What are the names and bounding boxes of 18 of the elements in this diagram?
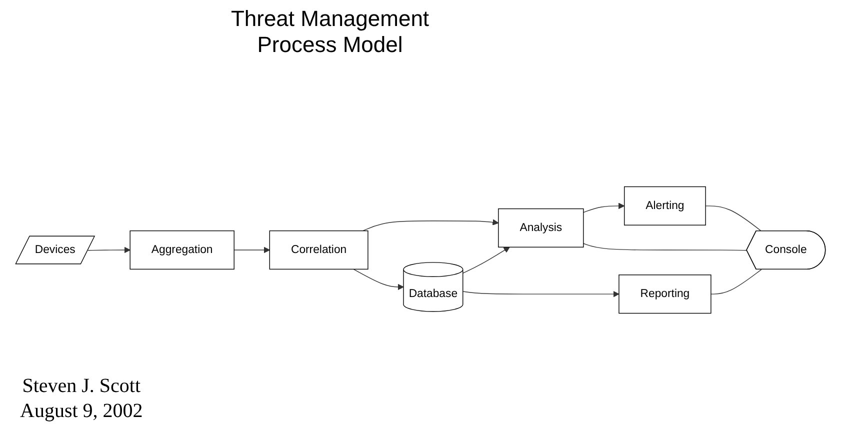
arrow xyxy=(362,219,499,232)
arrow xyxy=(88,246,130,254)
node-box: Aggregation xyxy=(130,230,234,270)
arrow xyxy=(583,202,625,213)
node-box: Alerting xyxy=(624,186,706,226)
connector xyxy=(705,206,762,232)
arrow xyxy=(353,268,404,290)
arrow xyxy=(462,246,510,274)
note-text: Steven J. Scott xyxy=(21,375,142,398)
note-text: August 9, 2002 xyxy=(20,400,143,423)
node-box: Reporting xyxy=(618,274,712,314)
node-box: Correlation xyxy=(269,230,368,270)
node-box: Analysis xyxy=(498,208,584,248)
arrow xyxy=(234,246,270,254)
arrow xyxy=(462,290,620,298)
connector xyxy=(710,269,762,294)
connector xyxy=(583,243,748,251)
diagram-title: Threat Management Process Model xyxy=(230,6,430,58)
